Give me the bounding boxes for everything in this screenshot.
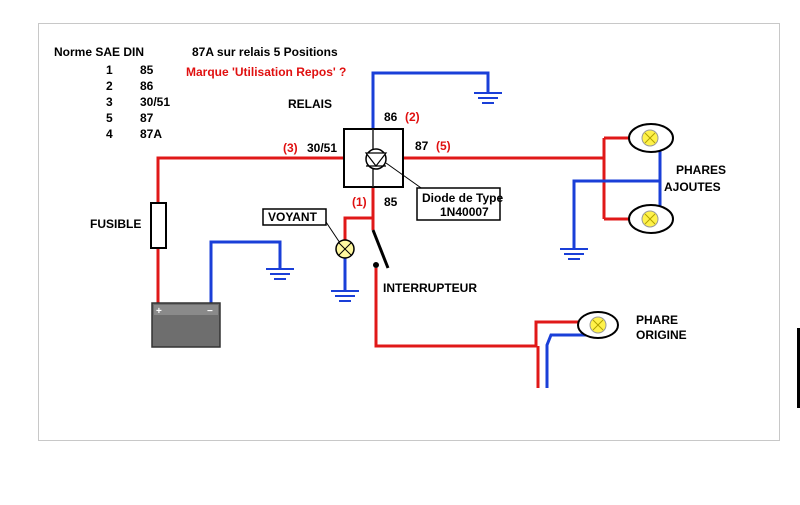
wire-lamps-ground [572, 179, 660, 248]
battery: + − [151, 302, 221, 348]
pin-table: Norme SAE DIN 1 85 2 86 3 30/51 5 87 4 8… [54, 45, 170, 141]
pin-3051-label: 30/51 [307, 141, 337, 155]
pin-3051-num: (3) [283, 141, 298, 155]
wire-86-ground [371, 71, 490, 129]
scrollbar-edge [797, 328, 800, 408]
table-din-1: 85 [140, 63, 154, 77]
phares-ajoutes [628, 123, 674, 234]
table-din-2: 86 [140, 79, 154, 93]
ground-symbol-relay [474, 92, 502, 104]
diode-label-line1: Diode de Type [422, 191, 503, 205]
diode-label-line2: 1N40007 [440, 205, 489, 219]
table-sae-5: 4 [106, 127, 113, 141]
pin-85-num: (1) [352, 195, 367, 209]
pin-87-label: 87 [415, 139, 429, 153]
svg-text:+: + [156, 306, 162, 317]
table-din-3: 30/51 [140, 95, 170, 109]
fuse [150, 202, 167, 249]
fusible-label: FUSIBLE [90, 217, 141, 231]
table-din-4: 87 [140, 111, 154, 125]
svg-text:−: − [207, 306, 213, 317]
pin-86-label: 86 [384, 110, 398, 124]
table-header: Norme SAE DIN [54, 45, 144, 59]
note-line1: 87A sur relais 5 Positions [192, 45, 338, 59]
ground-symbol-voyant [331, 290, 359, 302]
table-sae-2: 2 [106, 79, 113, 93]
phares-ajoutes-line1: PHARES [676, 163, 726, 177]
phares-ajoutes-line2: AJOUTES [664, 180, 721, 194]
table-din-5: 87A [140, 127, 162, 141]
interrupteur-switch [371, 229, 390, 269]
voyant: VOYANT [262, 208, 355, 259]
table-sae-4: 5 [106, 111, 113, 125]
table-sae-1: 1 [106, 63, 113, 77]
wire-85-voyant [343, 188, 375, 240]
ground-symbol-battery [266, 268, 294, 280]
ground-symbol-lamps [560, 248, 588, 260]
wire-phare-ground [545, 333, 609, 388]
ground-symbols [266, 92, 588, 302]
diode-label-box: Diode de Type 1N40007 [416, 187, 503, 221]
voyant-label: VOYANT [268, 210, 318, 224]
phare-origine-line1: PHARE [636, 313, 678, 327]
wire-switch-phare [374, 268, 582, 348]
interrupteur-label: INTERRUPTEUR [383, 281, 477, 295]
pin-85-label: 85 [384, 195, 398, 209]
pin-87-num: (5) [436, 139, 451, 153]
phare-origine-line2: ORIGINE [636, 328, 687, 342]
relay-title: RELAIS [288, 97, 332, 111]
relay [343, 128, 425, 191]
wire-battery-ground [209, 240, 282, 303]
pin-86-num: (2) [405, 110, 420, 124]
table-sae-3: 3 [106, 95, 113, 109]
phare-origine [577, 311, 619, 339]
note-line2: Marque 'Utilisation Repos' ? [186, 65, 346, 79]
wire-fuse-relay [156, 156, 344, 203]
